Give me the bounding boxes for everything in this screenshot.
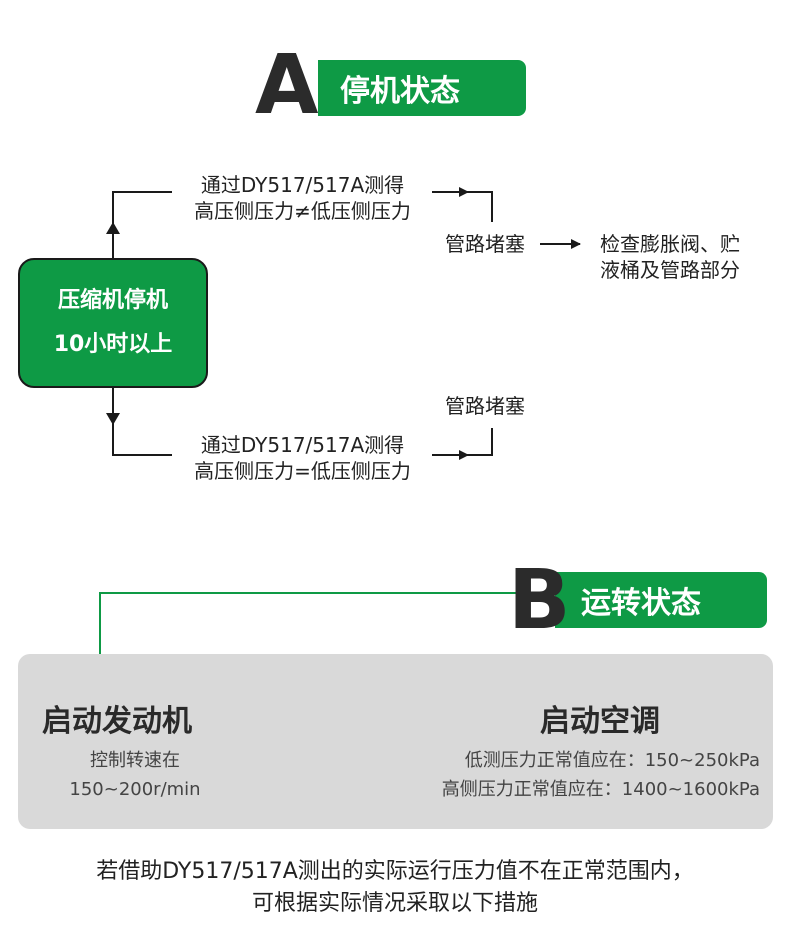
section-b-title: 运转状态 bbox=[581, 586, 701, 621]
right-step-sub-line-1: 低测压力正常值应在：150~250kPa bbox=[464, 750, 760, 771]
lower-result-label: 管路堵塞 bbox=[445, 394, 525, 418]
upper-condition-line-1: 通过DY517/517A测得 bbox=[200, 173, 405, 197]
section-b-letter: B bbox=[508, 553, 571, 648]
upper-result-label: 管路堵塞 bbox=[445, 232, 525, 256]
lower-branch-connector bbox=[106, 388, 493, 460]
right-step-sub-line-2: 高侧压力正常值应在：1400~1600kPa bbox=[441, 779, 760, 800]
section-b-link-line bbox=[99, 592, 520, 654]
left-step-sub-line-2: 150~200r/min bbox=[69, 779, 201, 800]
footer-note: 若借助DY517/517A测出的实际运行压力值不在正常范围内， 可根据实际情况采… bbox=[0, 856, 790, 920]
upper-action-text: 检查膨胀阀、贮 液桶及管路部分 bbox=[600, 231, 740, 283]
down-arrow-icon bbox=[106, 413, 120, 425]
left-step-title: 启动发动机 bbox=[42, 704, 192, 739]
lower-condition-line-1: 通过DY517/517A测得 bbox=[200, 433, 405, 457]
section-a-title-pill: 停机状态 bbox=[318, 60, 526, 116]
section-b-title-pill: 运转状态 bbox=[555, 572, 767, 628]
right-step-title: 启动空调 bbox=[540, 704, 660, 739]
section-a-letter: A bbox=[255, 38, 319, 133]
lower-condition-line-2: 高压侧压力=低压侧压力 bbox=[194, 459, 411, 483]
start-condition-box: 压缩机停机 10小时以上 bbox=[18, 258, 208, 388]
upper-branch-connector bbox=[106, 187, 581, 258]
left-step-sub-line-1: 控制转速在 bbox=[90, 750, 180, 771]
upper-condition-line-2: 高压侧压力≠低压侧压力 bbox=[194, 199, 411, 223]
lower-condition-text: 通过DY517/517A测得 高压侧压力=低压侧压力 bbox=[160, 432, 445, 484]
footer-line-2: 可根据实际情况采取以下措施 bbox=[251, 891, 538, 916]
start-line-2: 10小时以上 bbox=[53, 332, 173, 357]
upper-action-line-1: 检查膨胀阀、贮 bbox=[600, 232, 740, 256]
section-a-title: 停机状态 bbox=[340, 74, 460, 109]
upper-condition-text: 通过DY517/517A测得 高压侧压力≠低压侧压力 bbox=[160, 172, 445, 224]
start-line-1: 压缩机停机 bbox=[57, 288, 168, 313]
right-step-subtext: 低测压力正常值应在：150~250kPa 高侧压力正常值应在：1400~1600… bbox=[375, 746, 760, 804]
up-arrow-icon bbox=[106, 222, 120, 234]
running-state-panel bbox=[18, 654, 773, 829]
upper-action-line-2: 液桶及管路部分 bbox=[600, 258, 740, 282]
left-step-subtext: 控制转速在 150~200r/min bbox=[40, 746, 230, 804]
footer-line-1: 若借助DY517/517A测出的实际运行压力值不在正常范围内， bbox=[96, 859, 694, 884]
